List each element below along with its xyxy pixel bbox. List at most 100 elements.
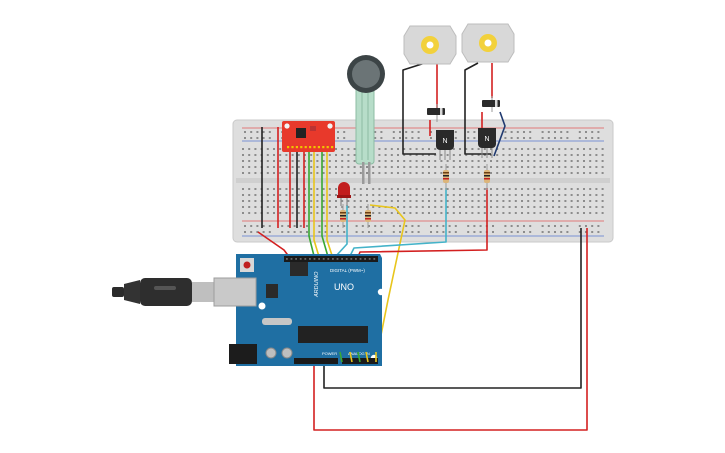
rail-hole (417, 131, 420, 133)
breadboard-hole (428, 172, 430, 174)
breadboard-hole (483, 148, 486, 150)
digital-pin (313, 258, 316, 260)
breadboard-hole (415, 160, 418, 162)
breadboard-hole (378, 148, 381, 150)
breadboard-hole (297, 206, 300, 208)
breadboard-hole (421, 166, 424, 168)
breadboard-hole (372, 212, 375, 214)
breadboard-hole (459, 160, 461, 162)
rail-hole (256, 225, 259, 227)
breadboard-hole (508, 166, 511, 168)
breadboard-hole (508, 188, 511, 190)
rail-hole (299, 231, 302, 233)
digital-pin (373, 258, 376, 260)
breadboard-hole (601, 206, 604, 208)
rail-hole (281, 225, 284, 227)
rail-hole (492, 225, 494, 227)
force-sensor[interactable] (347, 55, 385, 184)
breadboard-hole (496, 194, 499, 196)
diode-icon[interactable] (482, 96, 500, 112)
resistor-icon[interactable] (484, 164, 490, 190)
breadboard-hole (434, 194, 437, 196)
breadboard-hole (415, 154, 418, 156)
resistor-icon[interactable] (340, 204, 346, 228)
breadboard-hole (384, 194, 387, 196)
breadboard-hole (384, 172, 387, 174)
sensor-breakout-board[interactable] (282, 121, 335, 152)
rail-hole (343, 225, 346, 227)
breadboard-hole (452, 200, 455, 202)
breadboard-hole (539, 172, 542, 174)
breadboard-hole (558, 160, 561, 162)
breadboard-hole (539, 212, 542, 214)
breadboard-hole (552, 154, 554, 156)
breadboard-hole (521, 154, 523, 156)
breadboard-hole (452, 148, 455, 150)
rail-hole (578, 131, 581, 133)
rail-hole (554, 137, 556, 139)
rail-hole (250, 225, 253, 227)
breadboard-hole (428, 206, 430, 208)
breadboard-hole (545, 188, 548, 190)
breadboard-hole (254, 148, 257, 150)
dc-motor-icon[interactable] (403, 25, 457, 65)
breadboard-hole (304, 188, 306, 190)
transistor-right[interactable]: N (478, 128, 496, 158)
breadboard-hole (335, 212, 337, 214)
digital-pin (299, 258, 302, 260)
dc-motor-icon[interactable] (461, 23, 515, 63)
breadboard-hole (254, 206, 257, 208)
breadboard-hole (533, 200, 536, 202)
breadboard-hole (415, 166, 418, 168)
rail-hole (529, 231, 532, 233)
transistor-left[interactable]: N (436, 130, 454, 160)
breadboard-hole (378, 212, 381, 214)
resistor-icon[interactable] (365, 204, 371, 228)
led-icon[interactable] (337, 182, 351, 206)
rail-hole (504, 137, 507, 139)
breadboard-hole (366, 200, 368, 202)
breadboard-hole (508, 160, 511, 162)
rail-hole (560, 225, 563, 227)
breadboard-hole (291, 166, 294, 168)
digital-pin (327, 258, 330, 260)
breadboard-hole (322, 212, 325, 214)
breadboard-hole (459, 194, 461, 196)
breadboard-hole (527, 166, 530, 168)
breadboard-hole (589, 172, 592, 174)
breadboard-hole (576, 154, 579, 156)
breadboard-hole (502, 148, 505, 150)
breadboard-hole (459, 200, 461, 202)
breadboard-hole (384, 148, 387, 150)
breadboard-hole (471, 166, 474, 168)
breadboard-hole (508, 154, 511, 156)
rail-hole (330, 231, 333, 233)
breadboard-hole (421, 200, 424, 202)
resistor-icon[interactable] (443, 164, 449, 190)
breadboard-hole (421, 212, 424, 214)
breadboard-hole (483, 206, 486, 208)
breadboard-hole (347, 206, 350, 208)
breadboard-hole (372, 206, 375, 208)
rail-hole (256, 131, 259, 133)
breadboard-hole (477, 212, 480, 214)
breadboard-hole (527, 160, 530, 162)
breadboard-hole (248, 160, 251, 162)
brand-label: ARDUINO (314, 271, 320, 298)
breadboard-hole (465, 206, 468, 208)
breadboard-hole (304, 154, 306, 156)
breadboard-hole (527, 172, 530, 174)
wire-black-motor-2 (464, 62, 491, 155)
breadboard-hole (576, 212, 579, 214)
rail-hole (411, 131, 414, 133)
breadboard-hole (583, 206, 585, 208)
breadboard-hole (446, 160, 449, 162)
breadboard-hole (558, 212, 561, 214)
rail-hole (262, 137, 265, 139)
diode-icon[interactable] (427, 104, 445, 122)
breadboard-hole (316, 194, 319, 196)
breadboard-hole (328, 166, 331, 168)
arduino-uno-board[interactable]: DIGITAL (PWM~) ARDUINO UNO POWER ANALOG … (213, 254, 385, 366)
breadboard-hole (601, 148, 604, 150)
breadboard-hole (409, 166, 412, 168)
